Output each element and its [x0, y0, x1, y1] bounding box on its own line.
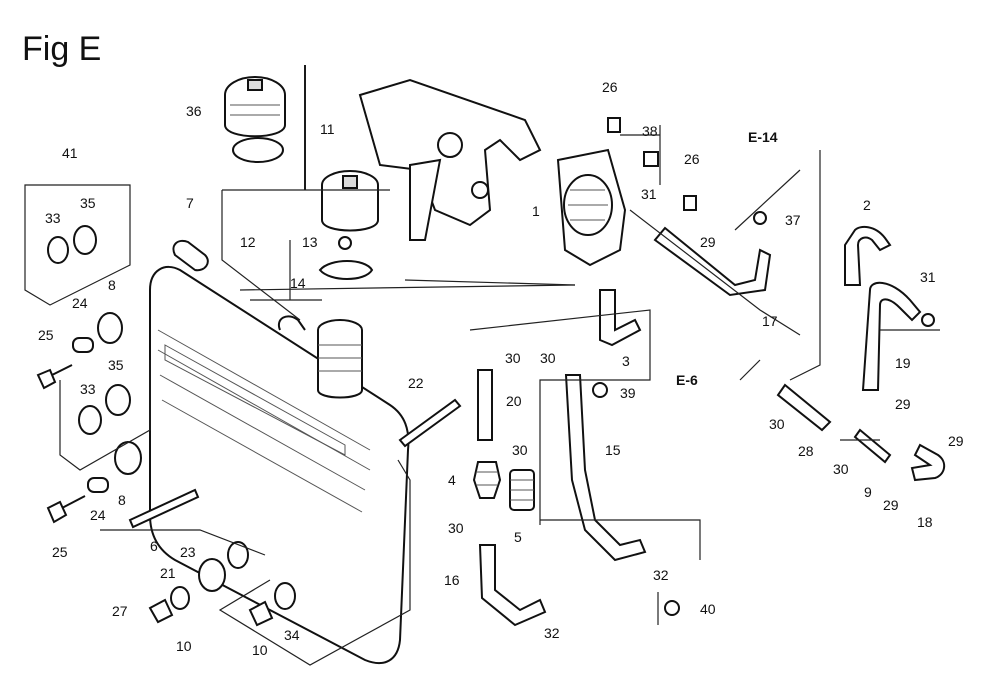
label-10b: 10	[252, 642, 268, 658]
label-33b: 33	[80, 381, 96, 397]
bracket-11	[358, 78, 542, 241]
label-32b: 32	[544, 625, 560, 641]
label-15: 15	[605, 442, 621, 458]
label-27: 27	[112, 603, 128, 619]
label-30f: 30	[448, 520, 464, 536]
label-20: 20	[506, 393, 522, 409]
fuel-cap-36	[224, 65, 306, 190]
label-8b: 8	[118, 492, 126, 508]
label-3: 3	[622, 353, 630, 369]
label-25a: 25	[38, 327, 54, 343]
label-40: 40	[700, 601, 716, 617]
label-24b: 24	[90, 507, 106, 523]
label-41: 41	[62, 145, 78, 161]
label-19: 19	[895, 355, 911, 371]
label-23: 23	[180, 544, 196, 560]
label-24a: 24	[72, 295, 88, 311]
label-30b: 30	[505, 350, 521, 366]
label-29b: 29	[895, 396, 911, 412]
label-26a: 26	[602, 79, 618, 95]
fuel-filter-5	[509, 469, 535, 511]
label-33a: 33	[45, 210, 61, 226]
label-26b: 26	[684, 151, 700, 167]
label-10a: 10	[176, 638, 192, 654]
label-4: 4	[448, 472, 456, 488]
figure-title: Fig E	[22, 30, 101, 68]
part-labels: 36 11 41 7 33 35 12 13 14 8 24 25 35 33 …	[38, 79, 964, 658]
label-25b: 25	[52, 544, 68, 560]
label-28: 28	[798, 443, 814, 459]
label-18: 18	[917, 514, 933, 530]
label-34: 34	[284, 627, 300, 643]
label-37: 37	[785, 212, 801, 228]
label-31b: 31	[920, 269, 936, 285]
left-fasteners	[36, 225, 462, 627]
hoses	[477, 225, 946, 627]
label-29d: 29	[883, 497, 899, 513]
fuel-valve-4	[472, 461, 502, 499]
label-38: 38	[642, 123, 658, 139]
label-16: 16	[444, 572, 460, 588]
label-30d: 30	[512, 442, 528, 458]
label-5: 5	[514, 529, 522, 545]
label-13: 13	[302, 234, 318, 250]
label-36: 36	[186, 103, 202, 119]
label-39: 39	[620, 385, 636, 401]
label-2: 2	[863, 197, 871, 213]
label-6: 6	[150, 538, 158, 554]
label-32a: 32	[653, 567, 669, 583]
label-9: 9	[864, 484, 872, 500]
leader-lines	[24, 65, 940, 666]
fuel-pump-1	[556, 148, 627, 267]
label-14: 14	[290, 275, 306, 291]
label-31a: 31	[641, 186, 657, 202]
label-1: 1	[532, 203, 540, 219]
right-fasteners	[592, 117, 935, 616]
label-21: 21	[160, 565, 176, 581]
label-29c: 29	[948, 433, 964, 449]
label-22: 22	[408, 375, 424, 391]
label-30c: 30	[769, 416, 785, 432]
label-30e: 30	[833, 461, 849, 477]
label-17: 17	[762, 313, 778, 329]
ref-e14: E-14	[748, 129, 778, 145]
label-29a: 29	[700, 234, 716, 250]
label-35a: 35	[80, 195, 96, 211]
label-7: 7	[186, 195, 194, 211]
label-11: 11	[320, 121, 335, 137]
strainer-cap-12	[318, 170, 379, 280]
ref-e6: E-6	[676, 372, 698, 388]
label-12: 12	[240, 234, 256, 250]
label-8a: 8	[108, 277, 116, 293]
label-30a: 30	[540, 350, 556, 366]
label-35b: 35	[108, 357, 124, 373]
